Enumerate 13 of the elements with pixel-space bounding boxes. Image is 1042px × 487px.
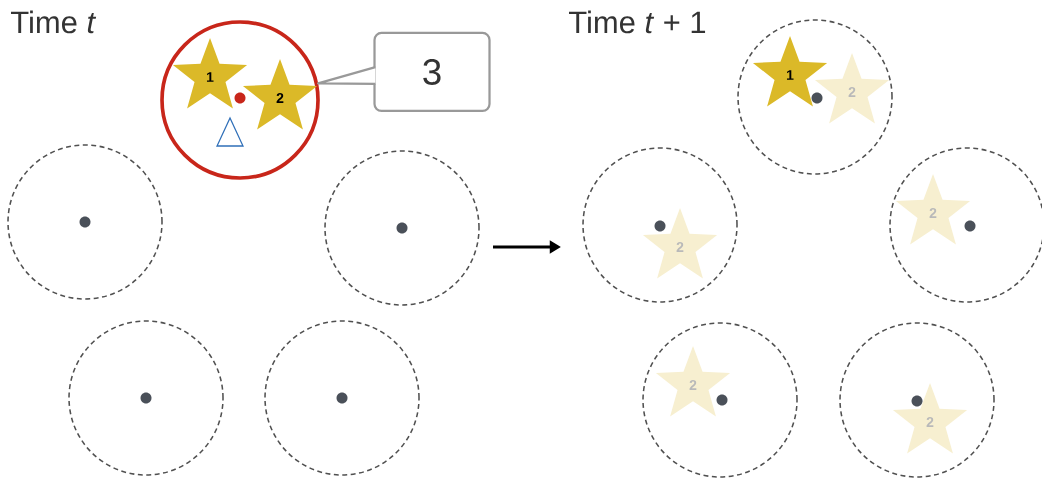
dashed-circle: [7, 144, 163, 300]
callout-pointer: [316, 66, 377, 86]
dashed-circle: [324, 150, 480, 306]
dashed-circle: [68, 320, 224, 476]
dashed-circle: [582, 147, 738, 303]
selection-circle: [160, 20, 320, 180]
dashed-circle: [264, 320, 420, 476]
dashed-circle: [839, 322, 995, 478]
dashed-circle: [642, 322, 798, 478]
time-heading: Time t: [11, 10, 97, 34]
time-heading: Time t + 1: [569, 10, 706, 34]
dashed-circle: [737, 19, 893, 175]
callout-bubble: 3: [373, 31, 491, 113]
